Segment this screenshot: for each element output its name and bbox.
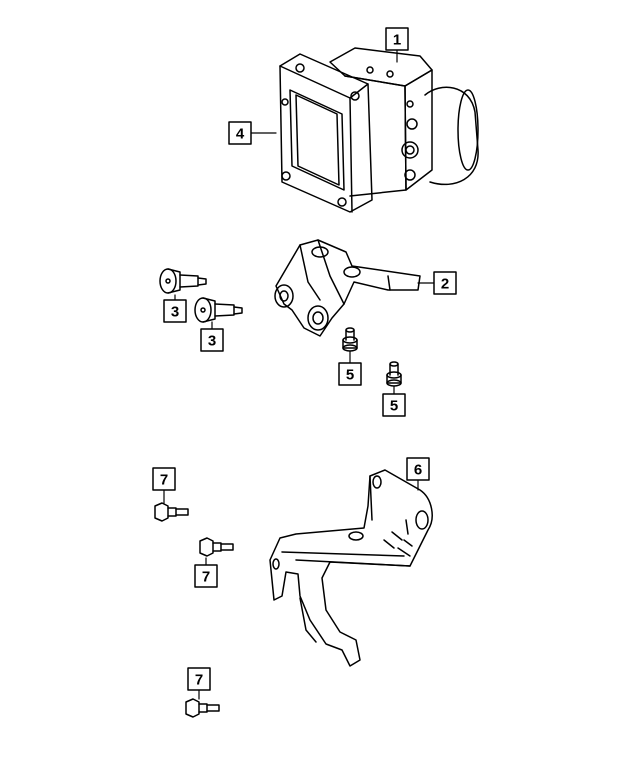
- callout-5-lower-label: 5: [390, 398, 398, 415]
- hex-bolt-top: [154, 502, 189, 522]
- module-bracket: [274, 239, 421, 337]
- stud-bolt-upper: [159, 268, 207, 294]
- callout-4: 4: [228, 121, 252, 145]
- mounting-bracket: [269, 469, 433, 667]
- hex-bolt-middle: [199, 537, 234, 557]
- hex-bolt-bottom: [185, 698, 220, 718]
- callout-7-middle-label: 7: [202, 569, 210, 586]
- small-bolt-lower: [386, 361, 402, 387]
- callout-3-lower-label: 3: [208, 333, 216, 350]
- callout-4-label: 4: [236, 126, 245, 143]
- callout-1: 1: [385, 27, 409, 51]
- callout-7-bottom-label: 7: [195, 672, 203, 689]
- callout-7-top: 7: [152, 467, 176, 491]
- abs-module: [279, 47, 479, 213]
- small-bolt-upper: [342, 327, 358, 352]
- stud-bolt-lower: [194, 297, 243, 323]
- callout-6-label: 6: [414, 462, 422, 479]
- callout-7-middle: 7: [194, 564, 218, 588]
- callout-1-label: 1: [393, 32, 401, 49]
- callout-3-upper: 3: [163, 299, 187, 323]
- leader-lines: [163, 49, 435, 700]
- callout-5-upper: 5: [338, 362, 362, 386]
- callout-2-label: 2: [441, 276, 449, 293]
- callout-3-lower: 3: [200, 328, 224, 352]
- callout-6: 6: [406, 457, 430, 481]
- callout-3-upper-label: 3: [171, 304, 179, 321]
- callout-7-bottom: 7: [187, 667, 211, 691]
- callout-7-top-label: 7: [160, 472, 168, 489]
- callout-2: 2: [433, 271, 457, 295]
- callout-5-lower: 5: [382, 393, 406, 417]
- callout-5-upper-label: 5: [346, 367, 354, 384]
